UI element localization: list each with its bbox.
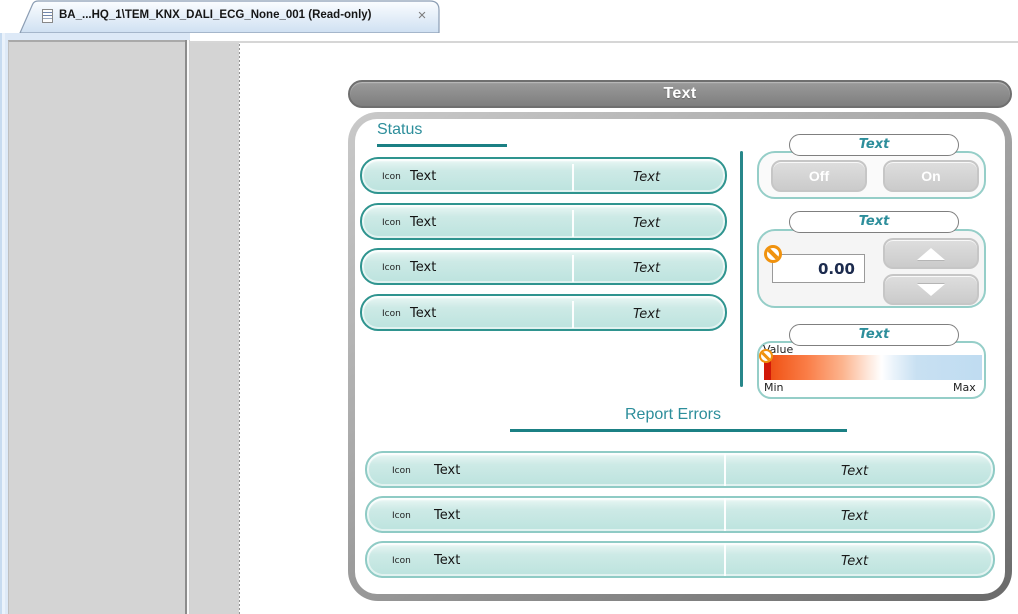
bargraph-group-caption: Text xyxy=(789,324,959,346)
row-label: Text xyxy=(410,169,437,184)
row-icon-placeholder: Icon xyxy=(382,309,401,319)
row-value: Text xyxy=(840,509,869,524)
setpoint-input[interactable] xyxy=(772,254,865,283)
panel-splitter[interactable] xyxy=(185,40,190,614)
arrow-down-icon xyxy=(917,283,945,296)
row-value: Text xyxy=(632,216,661,231)
row-icon-placeholder: Icon xyxy=(392,466,411,476)
template-header: Text xyxy=(348,80,1012,108)
switch-group-caption: Text xyxy=(789,134,959,156)
row-label: Text xyxy=(434,508,461,523)
report-row[interactable]: Icon Text Text xyxy=(365,451,995,488)
status-row[interactable]: Icon Text Text xyxy=(360,294,727,331)
row-divider xyxy=(724,543,726,576)
row-icon-placeholder: Icon xyxy=(382,172,401,182)
increment-button[interactable] xyxy=(883,238,979,269)
row-value: Text xyxy=(632,307,661,322)
row-divider xyxy=(724,498,726,531)
report-errors-underline xyxy=(510,429,847,432)
document-icon xyxy=(42,9,53,23)
row-value: Text xyxy=(632,170,661,185)
off-button[interactable]: Off xyxy=(771,160,867,192)
bargraph-max-label: Max xyxy=(953,381,976,394)
bargraph-value-marker xyxy=(764,355,771,380)
left-margin-panel xyxy=(190,43,239,614)
row-label: Text xyxy=(410,260,437,275)
row-divider xyxy=(724,453,726,486)
status-row[interactable]: Icon Text Text xyxy=(360,203,727,240)
setpoint-group-caption: Text xyxy=(789,211,959,233)
no-entry-icon xyxy=(764,245,782,263)
row-label: Text xyxy=(434,463,461,478)
row-icon-placeholder: Icon xyxy=(392,556,411,566)
row-divider xyxy=(572,210,574,237)
on-button[interactable]: On xyxy=(883,160,979,192)
close-icon[interactable]: × xyxy=(417,7,427,24)
status-underline xyxy=(377,144,507,147)
row-icon-placeholder: Icon xyxy=(382,218,401,228)
status-heading: Status xyxy=(377,121,423,138)
row-divider xyxy=(572,255,574,282)
decrement-button[interactable] xyxy=(883,274,979,305)
row-value: Text xyxy=(840,464,869,479)
report-errors-heading: Report Errors xyxy=(624,406,722,423)
row-value: Text xyxy=(632,261,661,276)
status-row[interactable]: Icon Text Text xyxy=(360,157,727,194)
canvas-guide-line xyxy=(239,44,240,614)
row-label: Text xyxy=(410,215,437,230)
no-entry-icon xyxy=(759,349,773,363)
row-label: Text xyxy=(410,306,437,321)
row-icon-placeholder: Icon xyxy=(392,511,411,521)
bargraph-gradient-bar xyxy=(764,355,982,380)
report-row[interactable]: Icon Text Text xyxy=(365,541,995,578)
row-divider xyxy=(572,164,574,191)
report-row[interactable]: Icon Text Text xyxy=(365,496,995,533)
status-row[interactable]: Icon Text Text xyxy=(360,248,727,285)
arrow-up-icon xyxy=(917,247,945,260)
row-divider xyxy=(572,301,574,328)
bargraph-min-label: Min xyxy=(764,381,784,394)
left-tool-panel xyxy=(8,40,185,614)
row-icon-placeholder: Icon xyxy=(382,263,401,273)
tab-title: BA_...HQ_1\TEM_KNX_DALI_ECG_None_001 (Re… xyxy=(59,9,372,21)
document-tab[interactable] xyxy=(0,0,450,33)
section-separator xyxy=(740,151,743,387)
canvas-top-border xyxy=(190,41,1018,43)
row-label: Text xyxy=(434,553,461,568)
row-value: Text xyxy=(840,554,869,569)
